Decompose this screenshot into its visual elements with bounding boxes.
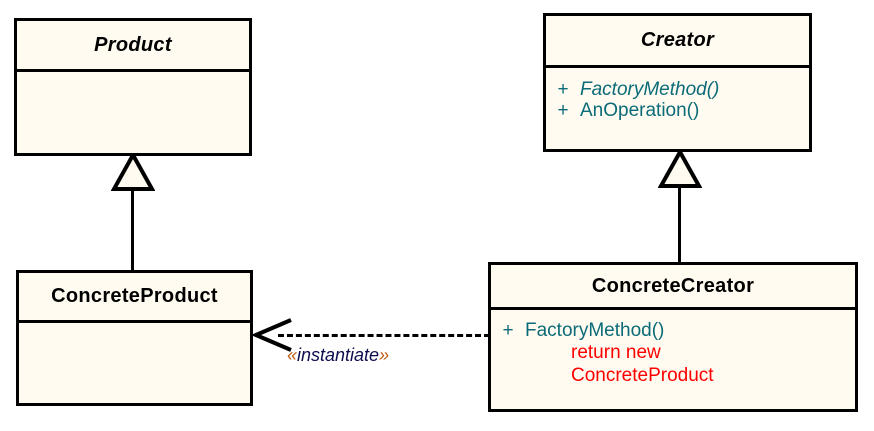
member-note-line: return new [571, 342, 661, 363]
class-divider-concrete-creator [491, 307, 855, 310]
member-name: AnOperation() [580, 100, 700, 121]
class-body-product [17, 72, 249, 153]
class-box-product[interactable]: Product [14, 18, 252, 156]
class-body-concrete-creator: + FactoryMethod() return new ConcretePro… [491, 310, 855, 409]
member-name: FactoryMethod() [580, 79, 720, 100]
member-row: + FactoryMethod() [491, 320, 855, 341]
class-body-creator: + FactoryMethod() + AnOperation() [546, 68, 809, 149]
member-visibility: + [557, 100, 569, 121]
class-divider-product [17, 69, 249, 72]
member-visibility: + [557, 79, 569, 100]
member-visibility: + [502, 320, 514, 341]
class-title-product: Product [94, 33, 172, 56]
class-box-creator[interactable]: Creator + FactoryMethod() + AnOperation(… [543, 13, 812, 152]
member-row: + FactoryMethod() [546, 79, 809, 100]
guillemet-close: » [379, 345, 390, 365]
dependency-label-text: instantiate [297, 345, 380, 365]
class-box-concrete-creator[interactable]: ConcreteCreator + FactoryMethod() return… [488, 262, 858, 412]
generalization-triangle-creator [658, 149, 702, 188]
class-divider-concrete-product [19, 320, 250, 323]
generalization-stem-creator [678, 185, 681, 264]
generalization-triangle-product [111, 152, 155, 191]
member-row: + AnOperation() [546, 100, 809, 121]
guillemet-open: « [287, 345, 298, 365]
dependency-arrowhead-instantiate [252, 318, 292, 352]
member-name: FactoryMethod() [525, 320, 665, 341]
dependency-line-instantiate [278, 334, 490, 337]
class-title-concrete-product: ConcreteProduct [51, 285, 218, 307]
dependency-label-instantiate: «instantiate» [287, 345, 389, 366]
class-title-creator: Creator [640, 29, 715, 51]
member-note-line: ConcreteProduct [571, 365, 714, 386]
class-body-concrete-product [19, 323, 250, 403]
class-divider-creator [546, 65, 809, 68]
class-box-concrete-product[interactable]: ConcreteProduct [16, 270, 253, 406]
generalization-stem-product [131, 188, 134, 272]
class-title-concrete-creator: ConcreteCreator [591, 274, 755, 297]
